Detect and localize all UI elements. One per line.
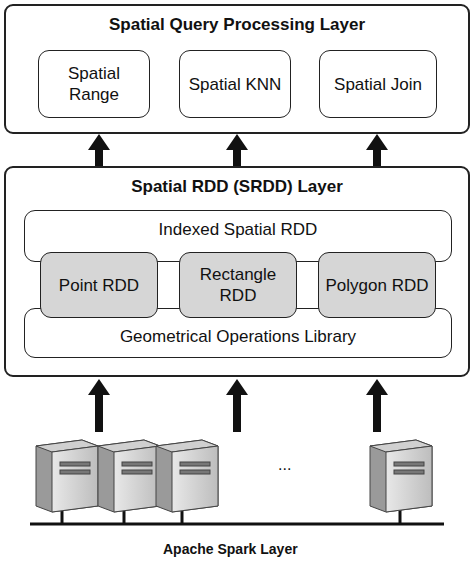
box-text: Polygon RDD (322, 275, 433, 296)
layer-label: Apache Spark Layer (163, 541, 298, 557)
layer-band: Spatial Query Processing LayerSpatial Ra… (4, 4, 470, 134)
box-text: Indexed Spatial RDD (155, 219, 322, 240)
rdd-box: Polygon RDD (318, 252, 436, 318)
rdd-box: Rectangle RDD (179, 252, 297, 318)
box-text: Spatial Join (330, 74, 426, 95)
query-box: Spatial Range (38, 50, 150, 118)
spark-arrows (88, 379, 388, 432)
layer-band: Spatial RDD (SRDD) LayerIndexed Spatial … (4, 166, 470, 377)
server-icons (36, 440, 432, 512)
box-text: Point RDD (55, 275, 143, 296)
layer-title: Spatial RDD (SRDD) Layer (131, 177, 343, 197)
rdd-box: Point RDD (40, 252, 158, 318)
flow-arrow (88, 134, 110, 166)
box-text: Rectangle RDD (180, 264, 296, 306)
box-text: Spatial KNN (185, 74, 286, 95)
flow-arrow (366, 134, 388, 166)
query-box: Spatial KNN (179, 50, 291, 118)
query-box: Spatial Join (319, 50, 437, 118)
box-text: Geometrical Operations Library (116, 326, 360, 347)
layer-title: Spatial Query Processing Layer (109, 15, 365, 35)
flow-arrow (226, 134, 248, 166)
box-text: Spatial Range (39, 63, 149, 105)
ellipsis-label: ... (278, 456, 291, 474)
